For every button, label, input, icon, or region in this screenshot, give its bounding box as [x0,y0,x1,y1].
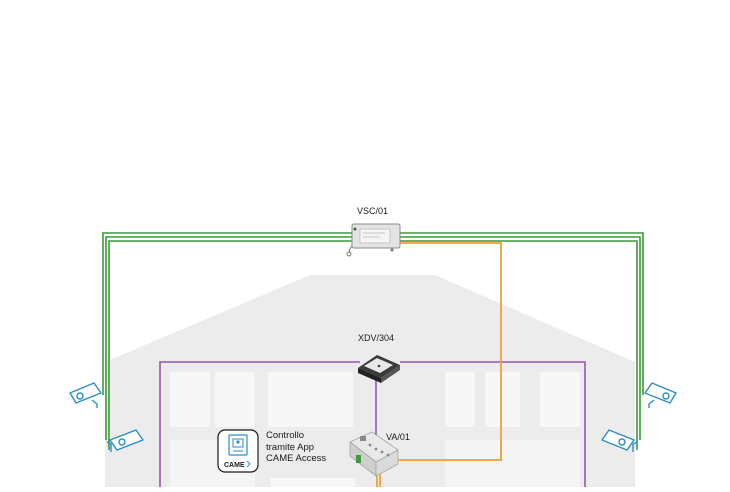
power-supply-device [349,431,399,477]
switch-label: XDV/304 [358,333,395,343]
came-access-app-icon: CAME [217,429,259,473]
camera-icon [601,429,638,452]
camera-icon [106,429,144,452]
switch-device [358,355,400,383]
app-caption-line3: CAME Access [266,453,327,464]
door-bus-wires [159,361,586,487]
camera-icon [644,382,677,408]
app-caption-line2: tramite App [266,441,315,453]
app-caption: Controllo tramite App CAME Access [266,430,326,465]
camera-icon [69,382,102,408]
gateway-device [346,223,401,257]
power-supply-label: VA/01 [386,432,410,442]
came-logo-text: CAME [224,462,245,469]
app-caption-line1: Controllo [266,430,305,441]
gateway-label: VSC/01 [357,206,389,216]
camera-bus-wires [102,232,644,450]
